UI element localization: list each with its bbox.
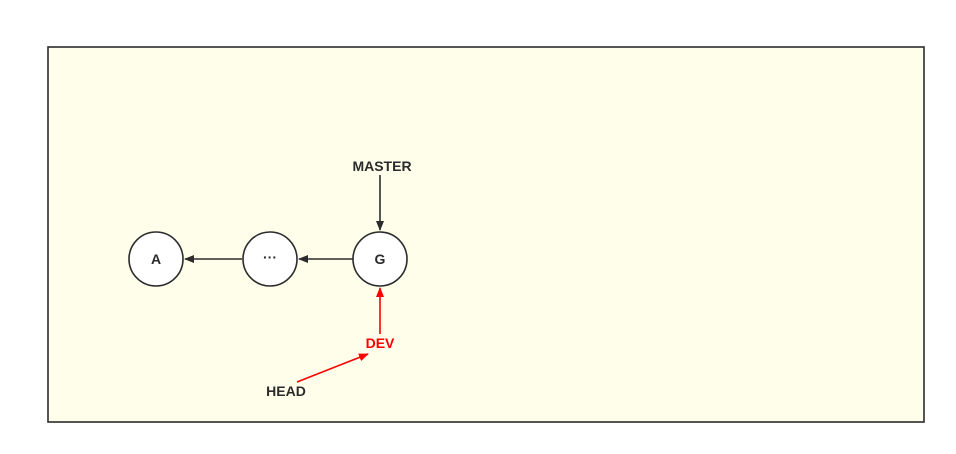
commit-node-ellipsis: ···	[242, 231, 298, 287]
ref-master-label: MASTER	[352, 158, 411, 174]
commit-node-a-label: A	[151, 251, 161, 267]
commit-node-g-label: G	[375, 251, 386, 267]
commit-node-g: G	[352, 231, 408, 287]
commit-node-ellipsis-label: ···	[263, 249, 277, 265]
ref-head-label: HEAD	[266, 383, 306, 399]
diagram-panel	[47, 46, 925, 423]
ref-dev-label: DEV	[366, 335, 395, 351]
commit-node-a: A	[128, 231, 184, 287]
edge-head-to-dev	[296, 353, 369, 383]
